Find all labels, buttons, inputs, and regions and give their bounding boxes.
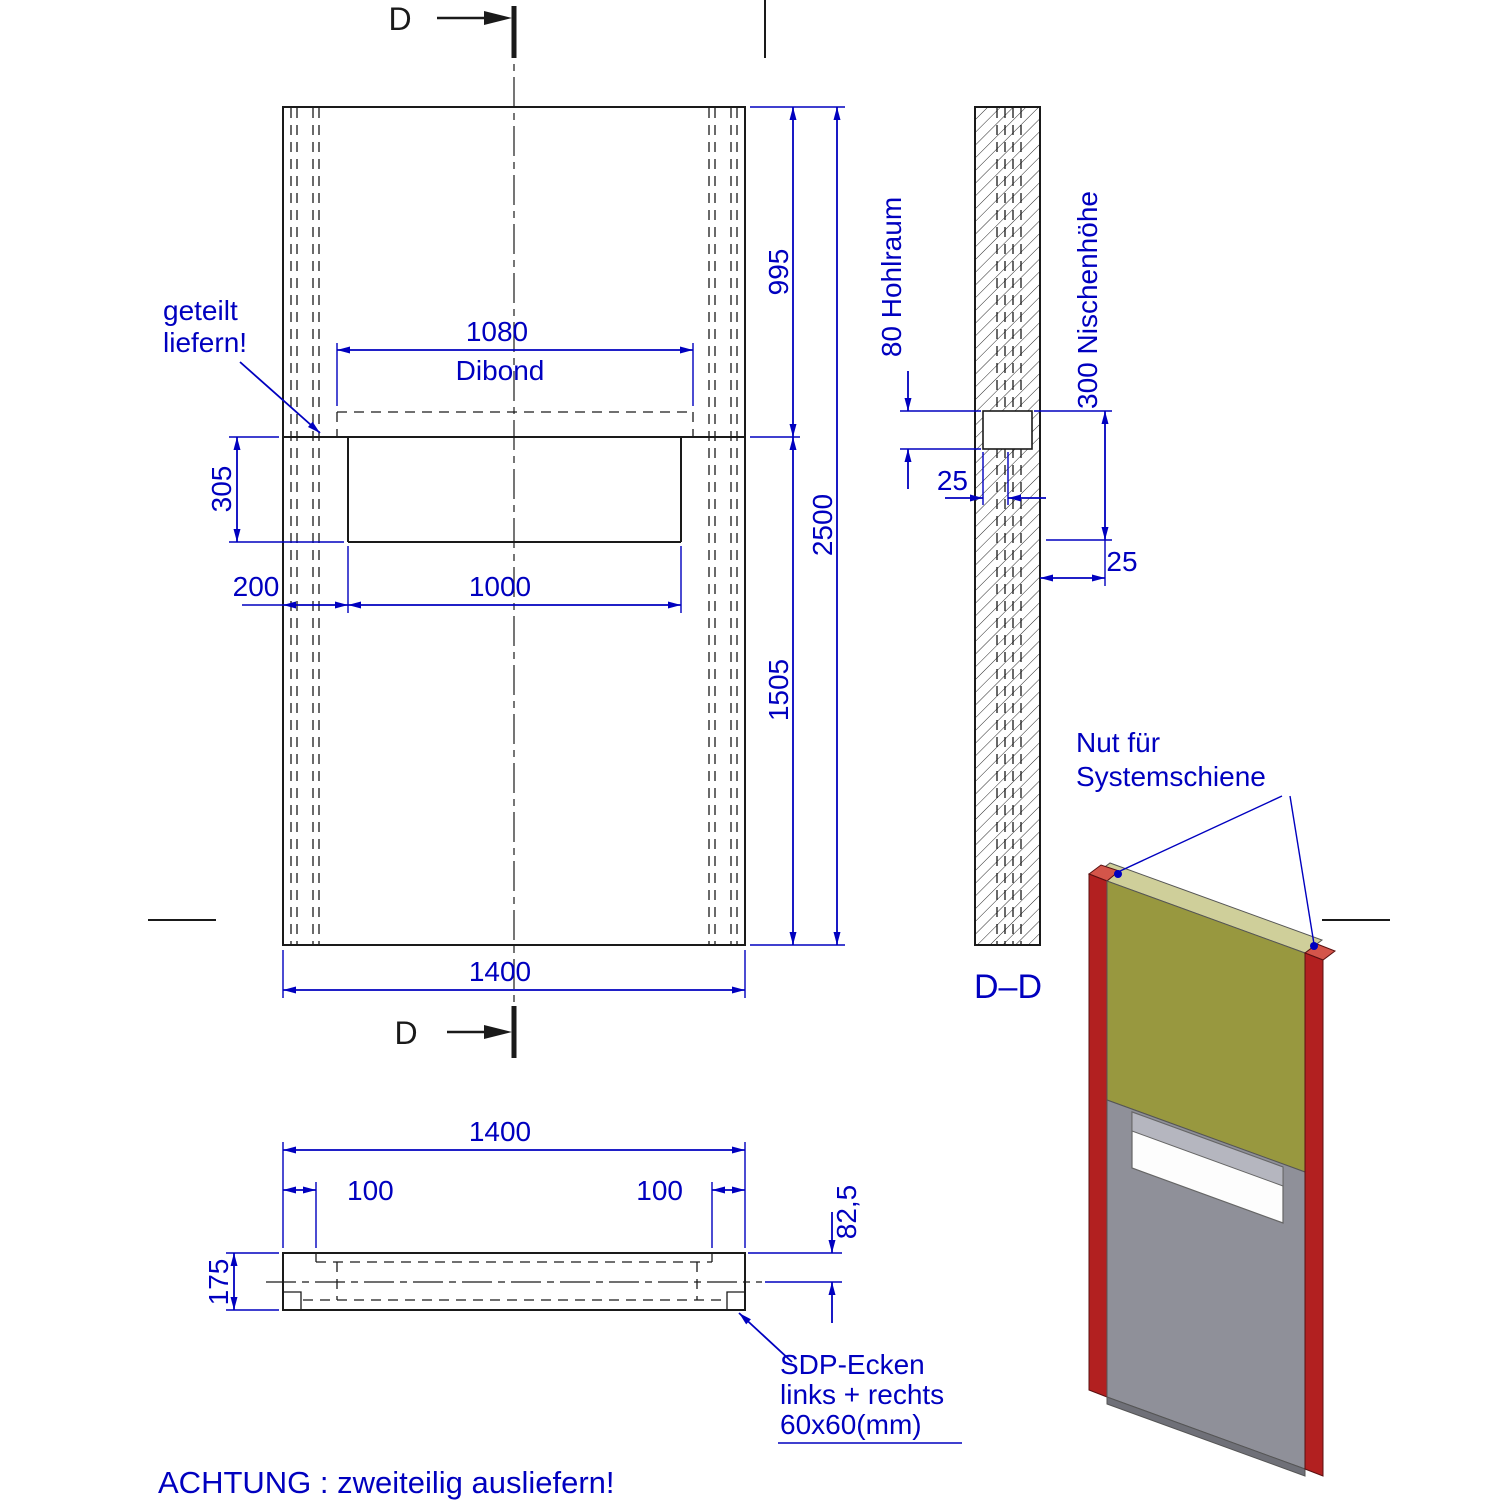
hollow-notch (982, 410, 1033, 450)
nut-leader (1289, 795, 1315, 945)
note-split-line1: geteilt (163, 295, 238, 326)
dim-text-25-left: 25 (937, 465, 968, 496)
sheet-center-marks (148, 0, 1390, 921)
dim-text-2500: 2500 (807, 494, 838, 556)
dim-text-1000: 1000 (469, 571, 531, 602)
dim-text-100-right: 100 (636, 1175, 683, 1206)
dim-text-995: 995 (763, 249, 794, 296)
nut-leader-dot (1310, 942, 1318, 950)
dim-text-175: 175 (203, 1259, 234, 1306)
top-view (266, 1252, 762, 1311)
iso-bottom-edge (1106, 1396, 1306, 1477)
section-arrow-head (484, 11, 512, 25)
section-letter-top: D (388, 1, 411, 37)
material-label: Dibond (456, 355, 545, 386)
label-nut-line2: Systemschiene (1076, 761, 1266, 792)
label-nut-line1: Nut für (1076, 727, 1160, 758)
section-view-dimensions: 80 Hohlraum 25 300 Nischenhöhe 25 (876, 191, 1138, 586)
front-view: D D (282, 1, 746, 1058)
dim-text-305: 305 (206, 466, 237, 513)
iso-left-rail (1088, 873, 1108, 1398)
dim-text-25-right: 25 (1106, 546, 1137, 577)
dim-text-1400: 1400 (469, 956, 531, 987)
nut-leader (1117, 795, 1283, 873)
dim-text-100-left: 100 (347, 1175, 394, 1206)
sdp-corner-right (726, 1291, 745, 1310)
dim-text-300-nische: 300 Nischenhöhe (1072, 191, 1103, 409)
dim-text-82-5: 82,5 (831, 1185, 862, 1240)
dim-text-1400-top: 1400 (469, 1116, 531, 1147)
footer-warning-note: ACHTUNG : zweiteilig ausliefern! (158, 1465, 615, 1500)
section-arrow-head (484, 1025, 512, 1039)
note-sdp-line2: links + rechts (780, 1379, 944, 1410)
dim-text-1080: 1080 (466, 316, 528, 347)
iso-view: Nut für Systemschiene (1076, 727, 1337, 1477)
iso-niche-slot-band (1131, 1111, 1284, 1187)
note-sdp-line1: SDP-Ecken (780, 1349, 925, 1380)
dim-text-1505: 1505 (763, 659, 794, 721)
nut-leader-dot (1114, 870, 1122, 878)
section-body-hatched (974, 106, 1041, 946)
note-split-leader (239, 361, 321, 434)
dim-text-80-hohlraum: 80 Hohlraum (876, 197, 907, 357)
note-sdp-line3: 60x60(mm) (780, 1409, 922, 1440)
section-label: D–D (974, 968, 1042, 1006)
note-split-line2: liefern! (163, 327, 247, 358)
sdp-leader (738, 1312, 793, 1363)
front-view-dimensions: 995 1505 2500 1080 Dibond 305 200 1000 1… (163, 106, 845, 998)
section-letter-bottom: D (394, 1015, 417, 1051)
dim-text-200: 200 (233, 571, 280, 602)
section-view: D–D (974, 106, 1042, 1006)
top-view-dimensions: 1400 100 100 82,5 175 SDP-Ecken links + … (203, 1116, 962, 1444)
iso-right-rail (1304, 952, 1324, 1477)
sdp-corner-left (283, 1291, 302, 1310)
